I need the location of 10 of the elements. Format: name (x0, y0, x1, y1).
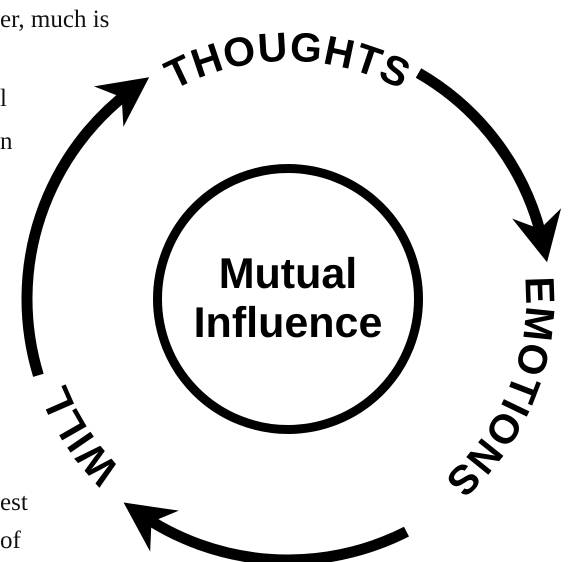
text-fragment: of (0, 528, 21, 553)
curved-arrow (22, 76, 148, 377)
curved-label: THOUGHTS (158, 24, 418, 98)
text-fragment: er, much is (0, 7, 110, 32)
curved-arrow (122, 503, 409, 562)
text-fragment: est (0, 490, 28, 515)
curved-arrow (415, 68, 559, 262)
text-fragment: l (0, 86, 7, 111)
text-fragment: n (0, 129, 12, 154)
center-text: Mutual Influence (192, 250, 384, 348)
